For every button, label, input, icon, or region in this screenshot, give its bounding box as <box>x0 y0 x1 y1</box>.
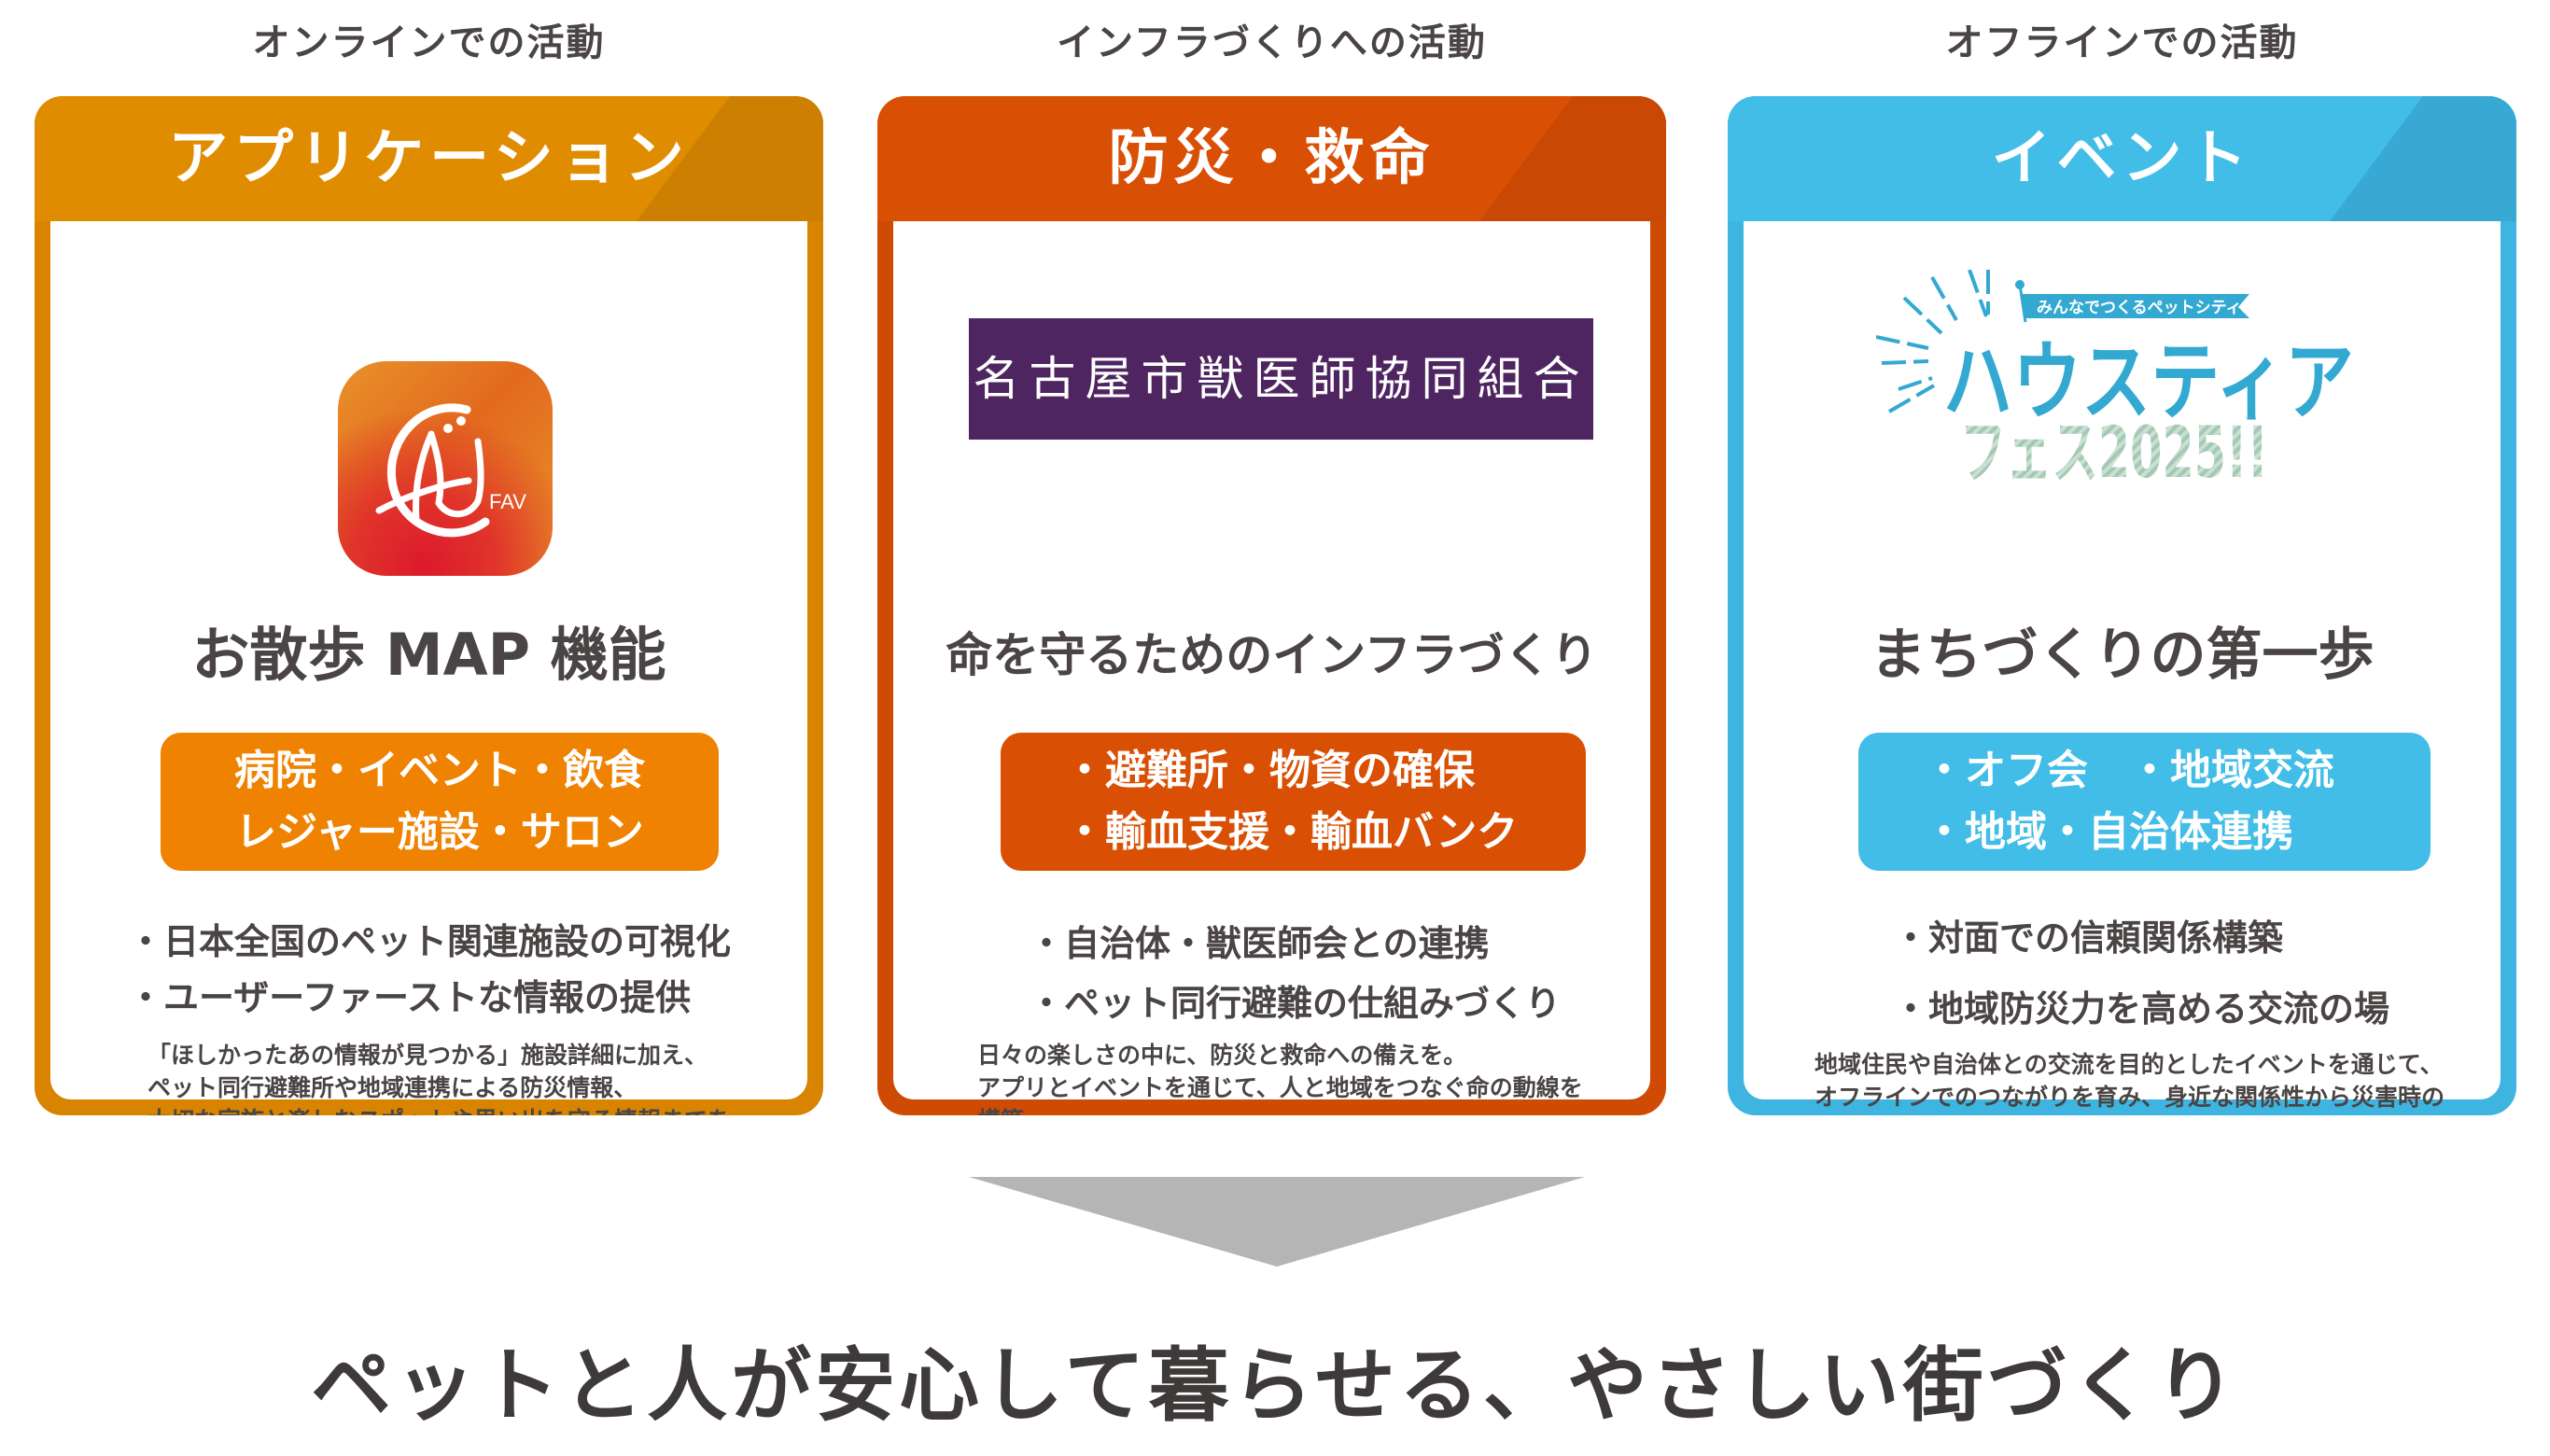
svg-text:FAV: FAV <box>489 490 526 513</box>
feature-pill: 病院・イベント・飲食 レジャー施設・サロン <box>161 733 719 871</box>
note-line: 防災意識を高めていきます。 <box>1814 1113 2445 1115</box>
card-header: 防災・救命 <box>877 96 1666 221</box>
svg-text:みんなでつくるペットシティ: みんなでつくるペットシティ <box>2037 299 2242 317</box>
note-line: 地域住民や自治体との交流を目的としたイベントを通じて、 <box>1814 1051 2444 1078</box>
note-line: アプリとイベントを通じて、人と地域をつなぐ命の動線を <box>977 1074 1583 1101</box>
bullet-item: ・ペット同行避難の仕組みづくり <box>1029 983 1562 1024</box>
svg-text:フェス2025!!: フェス2025!! <box>1960 411 2268 480</box>
pill-line: ・輸血支援・輸血バンク <box>1064 808 1519 856</box>
pill-line: ・避難所・物資の確保 <box>1064 747 1475 794</box>
bullet-list: ・自治体・獣医師会との連携 ・ペット同行避難の仕組みづくり <box>1029 914 1561 1033</box>
note-line: 「ほしかったあの情報が見つかる」施設詳細に加え、 <box>147 1042 708 1069</box>
card-disaster-prevention: 防災・救命 名古屋市獣医師協同組合 命を守るためのインフラづくり ・避難所・物資… <box>877 96 1666 1115</box>
feature-pill: ・オフ会 ・地域交流 ・地域・自治体連携 <box>1858 733 2431 871</box>
card-application: アプリケーション FAV お散歩 MAP 機能 病院・イベント・飲食 レジャー施… <box>35 96 823 1115</box>
note-line: 大切な家族と楽しむスポットや思い出を守る情報までを <box>147 1104 731 1115</box>
pill-line: ・オフ会 ・地域交流 <box>1924 747 2334 794</box>
section-label-offline: オフラインでの活動 <box>1945 21 2299 64</box>
card-title: アプリケーション <box>168 124 690 193</box>
svg-text:ハウスティア: ハウスティア <box>1943 332 2354 432</box>
card-header: イベント <box>1728 96 2516 221</box>
feature-pill: ・避難所・物資の確保 ・輸血支援・輸血バンク <box>1001 733 1586 871</box>
card-event: イベント みんなでつくるペットシティ <box>1728 96 2516 1115</box>
section-label-online: オンラインでの活動 <box>252 21 606 64</box>
pill-line: レジャー施設・サロン <box>235 808 644 856</box>
bullet-list: ・日本全国のペット関連施設の可視化 ・ユーザーファーストな情報の提供 <box>128 914 731 1026</box>
pill-line: 病院・イベント・飲食 <box>234 747 645 794</box>
fav-app-icon: FAV <box>338 361 553 576</box>
card-title: イベント <box>1991 124 2253 193</box>
note-line: 構築 <box>977 1104 1583 1115</box>
note-line: オフラインでのつながりを育み、身近な関係性から災害時の <box>1814 1084 2445 1111</box>
card-subtitle: まちづくりの第一歩 <box>1870 623 2375 688</box>
card-body: 名古屋市獣医師協同組合 命を守るためのインフラづくり ・避難所・物資の確保 ・輸… <box>893 221 1650 1115</box>
tagline: ペットと人が安心して暮らせる、やさしい街づくり <box>311 1339 2239 1433</box>
card-header: アプリケーション <box>35 96 823 221</box>
section-label-infra: インフラづくりへの活動 <box>1057 21 1487 64</box>
bullet-item: ・日本全国のペット関連施設の可視化 <box>128 921 732 962</box>
description-text: 日々の楽しさの中に、防災と救命への備えを。 アプリとイベントを通じて、人と地域を… <box>977 1039 1583 1115</box>
fav-logo-icon: FAV <box>375 403 526 538</box>
card-subtitle: お散歩 MAP 機能 <box>191 621 666 689</box>
card-body: みんなでつくるペットシティ ハウスティア フェス2025!! まちづくりの第一歩… <box>1744 221 2501 1111</box>
note-line: 日々の楽しさの中に、防災と救命への備えを。 <box>977 1042 1467 1069</box>
note-line: ペット同行避難所や地域連携による防災情報、 <box>147 1074 638 1101</box>
bullet-item: ・地域防災力を高める交流の場 <box>1893 988 2390 1029</box>
bullet-list: ・対面での信頼関係構築 ・地域防災力を高める交流の場 <box>1893 903 2389 1044</box>
card-body: FAV お散歩 MAP 機能 病院・イベント・飲食 レジャー施設・サロン ・日本… <box>50 221 807 1115</box>
bullet-item: ・自治体・獣医師会との連携 <box>1029 923 1490 964</box>
card-title: 防災・救命 <box>1108 124 1436 193</box>
housetia-fes-logo: みんなでつくるペットシティ ハウスティア フェス2025!! <box>1876 270 2354 480</box>
card-subtitle: 命を守るためのインフラづくり <box>946 628 1598 682</box>
bullet-item: ・ユーザーファーストな情報の提供 <box>128 977 692 1018</box>
down-triangle-icon <box>969 1177 1585 1267</box>
description-text: 「ほしかったあの情報が見つかる」施設詳細に加え、 ペット同行避難所や地域連携によ… <box>147 1039 731 1115</box>
vet-association-logo: 名古屋市獣医師協同組合 <box>969 318 1593 440</box>
bullet-item: ・対面での信頼関係構築 <box>1893 917 2284 959</box>
description-text: 地域住民や自治体との交流を目的としたイベントを通じて、 オフラインでのつながりを… <box>1814 1048 2445 1115</box>
pill-line: ・地域・自治体連携 <box>1924 808 2293 856</box>
